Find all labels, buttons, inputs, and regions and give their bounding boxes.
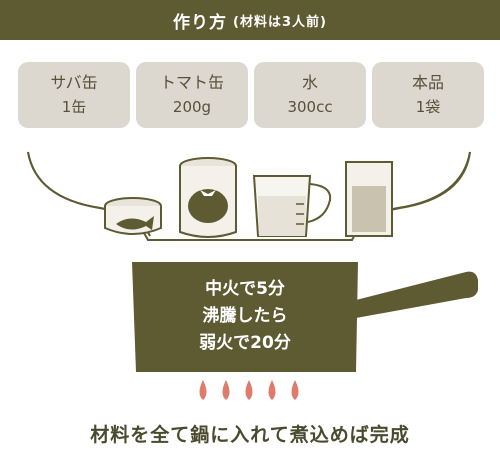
mackerel-can-icon [104,197,162,235]
flame-icon [245,380,253,400]
ingredient-card-mackerel: サバ缶 1缶 [18,62,130,128]
header-note: (材料は3人前) [233,14,327,30]
measuring-cup-icon [252,175,332,237]
ingredient-name: 本品 [411,73,444,92]
ingredient-amount: 1缶 [61,98,87,116]
flame-icon [268,380,276,400]
ingredient-amount: 200g [172,98,212,116]
flame-icons [199,380,299,400]
ingredient-amount: 1袋 [415,98,441,116]
pan-line-3: 弱火で20分 [199,333,291,353]
header-title: 作り方 [173,12,228,33]
pan-icon [132,262,478,372]
ingredient-card-product: 本品 1袋 [372,62,484,128]
pan-line-2: 沸騰したら [202,306,288,326]
flame-icon [291,380,299,400]
tray-outline [27,151,471,241]
ingredient-card-water: 水 300cc [254,62,366,128]
ingredient-name: 水 [301,73,318,92]
product-bag-icon [345,161,393,237]
flame-icon [199,380,207,400]
ingredient-name: トマト缶 [159,73,224,92]
ingredient-card-tomato: トマト缶 200g [136,62,248,128]
ingredient-name: サバ缶 [50,73,98,92]
footer-caption: 材料を全て鍋に入れて煮込めば完成 [90,424,410,446]
tomato-can-icon [179,157,237,238]
ingredient-amount: 300cc [287,98,333,116]
brace-outline [27,151,471,237]
flame-icon [222,380,230,400]
pan-instructions: 中火で5分 沸騰したら 弱火で20分 [160,276,330,357]
pan-line-1: 中火で5分 [205,279,285,299]
header-bar: 作り方 (材料は3人前) [0,0,500,40]
